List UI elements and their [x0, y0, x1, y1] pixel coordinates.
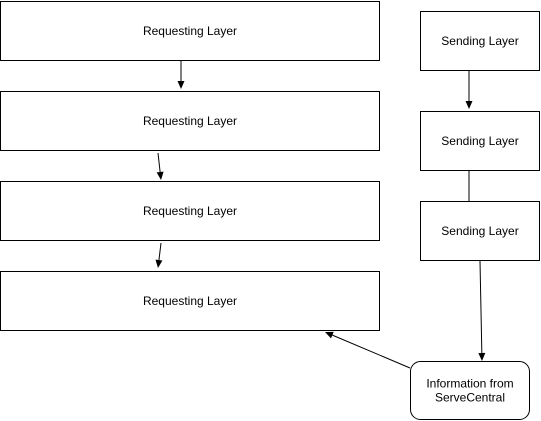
arrow-send1-to-send2	[465, 71, 473, 109]
node-box	[0, 91, 380, 151]
arrow-req1-to-req2	[177, 61, 185, 89]
node-req4: Requesting Layer	[0, 271, 380, 331]
arrowhead	[156, 171, 164, 180]
node-send1: Sending Layer	[420, 11, 540, 71]
node-box	[420, 111, 540, 171]
node-box	[0, 271, 380, 331]
arrowhead	[478, 352, 486, 361]
node-label: Requesting Layer	[143, 114, 237, 128]
edges-layer	[155, 61, 486, 369]
arrow-info-to-req4	[325, 331, 411, 369]
node-label: Requesting Layer	[143, 24, 237, 38]
node-label: Requesting Layer	[143, 204, 237, 218]
node-req1: Requesting Layer	[0, 1, 380, 61]
node-label: Sending Layer	[441, 134, 518, 148]
node-send3: Sending Layer	[420, 201, 540, 261]
node-box	[420, 11, 540, 71]
node-box	[420, 201, 540, 261]
node-send2: Sending Layer	[420, 111, 540, 171]
node-box	[0, 181, 380, 241]
node-label: Sending Layer	[441, 224, 518, 238]
arrowhead	[177, 81, 185, 89]
node-req3: Requesting Layer	[0, 181, 380, 241]
node-req2: Requesting Layer	[0, 91, 380, 151]
arrow-req2-to-req3	[156, 152, 164, 180]
node-label: Sending Layer	[441, 34, 518, 48]
arrowhead	[465, 101, 473, 109]
arrow-req3-to-req4	[155, 242, 163, 268]
arrowhead	[155, 259, 163, 268]
node-label: Requesting Layer	[143, 294, 237, 308]
arrowhead	[325, 331, 334, 339]
edge-line	[332, 334, 411, 369]
edge-line	[158, 242, 162, 261]
node-label: ServeCentral	[435, 391, 505, 405]
edge-line	[479, 260, 483, 354]
edge-line	[157, 152, 161, 173]
arrow-send3-to-info	[478, 260, 486, 361]
node-label: Information from	[426, 377, 513, 391]
node-box	[0, 1, 380, 61]
node-box	[410, 361, 530, 420]
